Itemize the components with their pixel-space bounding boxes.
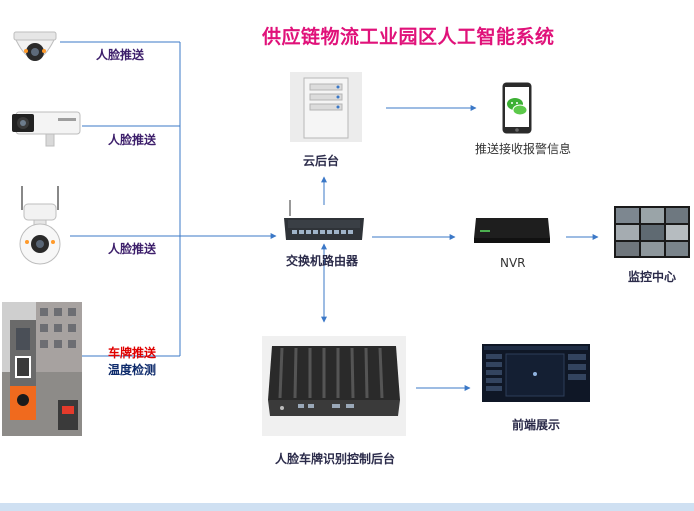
nvr-label: NVR bbox=[500, 256, 526, 270]
gate-kiosk-photo-icon bbox=[2, 302, 82, 436]
phone-label: 推送接收报警信息 bbox=[475, 140, 571, 157]
monitor-wall-icon bbox=[614, 206, 690, 258]
cam1-label: 人脸推送 bbox=[96, 46, 144, 63]
network-switch-icon bbox=[282, 200, 366, 246]
cam4-label-top: 车牌推送 bbox=[108, 344, 156, 361]
bullet-camera-icon bbox=[10, 106, 84, 148]
cloud-label: 云后台 bbox=[303, 152, 339, 169]
display-screen-icon bbox=[482, 344, 590, 402]
control-box-icon bbox=[262, 336, 406, 436]
cam2-label: 人脸推送 bbox=[108, 131, 156, 148]
wechat-phone-icon bbox=[502, 82, 532, 134]
ptz-camera-icon bbox=[12, 182, 68, 268]
dome-camera-icon bbox=[10, 30, 60, 74]
monitor-label: 监控中心 bbox=[628, 268, 676, 285]
switch-label: 交换机路由器 bbox=[286, 252, 358, 269]
cam4-label-bottom: 温度检测 bbox=[108, 361, 156, 378]
cam3-label: 人脸推送 bbox=[108, 240, 156, 257]
bottom-border-strip bbox=[0, 503, 694, 511]
control-label: 人脸车牌识别控制后台 bbox=[275, 450, 395, 467]
server-icon bbox=[290, 72, 362, 142]
display-label: 前端展示 bbox=[512, 416, 560, 433]
nvr-device-icon bbox=[472, 216, 552, 246]
